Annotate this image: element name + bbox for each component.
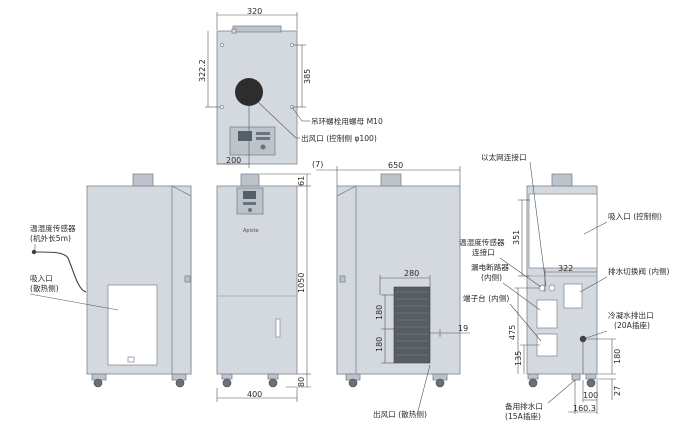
dim-grille-h1: 180: [375, 305, 384, 320]
grille-pattern: [396, 291, 428, 356]
top-knob: [260, 144, 266, 150]
rear-view: 351 322 475 135 180 27 100 160.3 以太网连接口 …: [459, 152, 670, 421]
dim-rear-351: 351: [512, 230, 521, 245]
top-outlet-circle: [235, 78, 263, 106]
label-temp-sensor-1: 温湿度传感器: [30, 223, 76, 233]
label-breaker-2: (内侧): [481, 272, 502, 282]
dim-rear-27: 27: [613, 386, 622, 396]
dim-rear-180: 180: [613, 349, 622, 364]
dim-top-depth: 322.2: [198, 59, 207, 82]
side-bevel: [171, 185, 192, 375]
label-ethernet: 以太网连接口: [481, 152, 527, 162]
dim-rear-100: 100: [583, 391, 598, 400]
rear-caster-mount-1: [527, 373, 539, 380]
rear-breaker: [536, 299, 558, 329]
label-inlet-side-2: (散热侧): [30, 283, 59, 293]
sensor-head: [31, 249, 37, 255]
side2-caster-2: [435, 378, 445, 388]
label-terminal: 端子台 (内侧): [463, 293, 509, 303]
label-condensate-2: (20A插座): [614, 320, 650, 330]
side2-handle: [339, 275, 346, 283]
side-view-right: (7) 650 280 180 180 19 出风口 (散热侧): [312, 160, 470, 419]
front-display: [243, 191, 256, 199]
top-display: [238, 131, 252, 141]
front-caster-mount-1: [221, 373, 233, 380]
label-spare-drain-1: 备用排水口: [505, 401, 543, 411]
dim-total-width: 650: [388, 161, 403, 170]
side-caster-2: [175, 378, 185, 388]
label-inlet-rear: 吸入口 (控制侧): [608, 211, 662, 221]
rear-inlet-panel: [528, 193, 598, 269]
dim-rear-475: 475: [508, 325, 517, 340]
label-condensate-1: 冷凝水排出口: [608, 310, 654, 320]
top-keys: [256, 132, 270, 135]
label-breaker-1: 漏电断路器: [471, 262, 509, 272]
rear-caster-mount-2: [585, 373, 597, 380]
side-caster-1: [93, 378, 103, 388]
front-body: [216, 185, 298, 375]
dim-height-top: 61: [297, 176, 306, 186]
side-inlet-panel: [107, 284, 158, 366]
sensor-cable: [33, 251, 87, 293]
side2-grille: [393, 286, 431, 364]
side-handle: [184, 275, 191, 283]
top-keys-2: [256, 137, 270, 140]
dim-top-bottom-offset: 200: [226, 156, 241, 165]
rear-spare-drain: [571, 373, 581, 381]
side2-top-duct: [380, 173, 402, 187]
dim-top-bolt-offset: 385: [303, 69, 312, 84]
rear-drain-valve-box: [563, 283, 583, 309]
front-knob: [248, 208, 252, 212]
label-drain-valve: 排水切换阀 (内侧): [608, 266, 670, 276]
label-temp-sensor-2: (机外长5m): [30, 233, 71, 243]
dim-rear-322: 322: [558, 264, 573, 273]
rear-caster-2: [586, 378, 596, 388]
label-sensor-port-2: 连接口: [472, 247, 495, 257]
front-caster-mount-2: [267, 373, 279, 380]
dim-grille-width: 280: [404, 269, 419, 278]
front-slot: [275, 318, 281, 338]
front-top-duct: [240, 173, 260, 187]
rear-port-2: [548, 284, 556, 292]
label-outlet-top: 出风口 (控制侧 φ100): [301, 133, 377, 143]
dim-front-width: 400: [247, 390, 262, 399]
front-brand: Apiste: [243, 228, 259, 234]
top-view-cap: [232, 25, 282, 33]
dim-grille-side: 19: [458, 324, 468, 333]
label-sensor-port-1: 温湿度传感器: [459, 237, 505, 247]
label-outlet-side: 出风口 (散热侧): [373, 409, 427, 419]
dim-height-main: 1050: [297, 273, 306, 293]
front-view: Apiste 400 61 1050 80: [216, 173, 311, 402]
side2-caster-1: [348, 378, 358, 388]
side-inlet-latch: [127, 356, 135, 363]
dim-rear-160: 160.3: [573, 404, 596, 413]
dim-duct-seven: (7): [312, 160, 323, 169]
rear-top-duct: [551, 173, 573, 187]
top-control-panel: [229, 126, 276, 156]
front-keys: [243, 202, 256, 205]
dim-grille-h2: 180: [375, 337, 384, 352]
label-eyebolt: 吊环螺栓用螺母 M10: [311, 116, 383, 126]
front-caster-1: [222, 378, 232, 388]
rear-caster-1: [528, 378, 538, 388]
side-view-left: 温湿度传感器 (机外长5m) 吸入口 (散热侧): [29, 173, 192, 388]
front-caster-2: [268, 378, 278, 388]
dim-top-width: 320: [247, 7, 262, 16]
dim-rear-135: 135: [514, 351, 523, 366]
side-top-duct: [132, 173, 154, 187]
label-inlet-side-1: 吸入口: [30, 274, 53, 283]
label-spare-drain-2: (15A插座): [505, 411, 541, 421]
dim-height-base: 80: [297, 377, 306, 387]
top-view: 320 322.2 385 200 吊环螺栓用螺母 M10 出风口 (控制侧 φ…: [198, 7, 383, 168]
top-view-tab: [231, 28, 237, 34]
top-bolt-1: [220, 105, 224, 109]
top-bolt-3: [220, 43, 224, 47]
top-bolt-4: [290, 43, 294, 47]
